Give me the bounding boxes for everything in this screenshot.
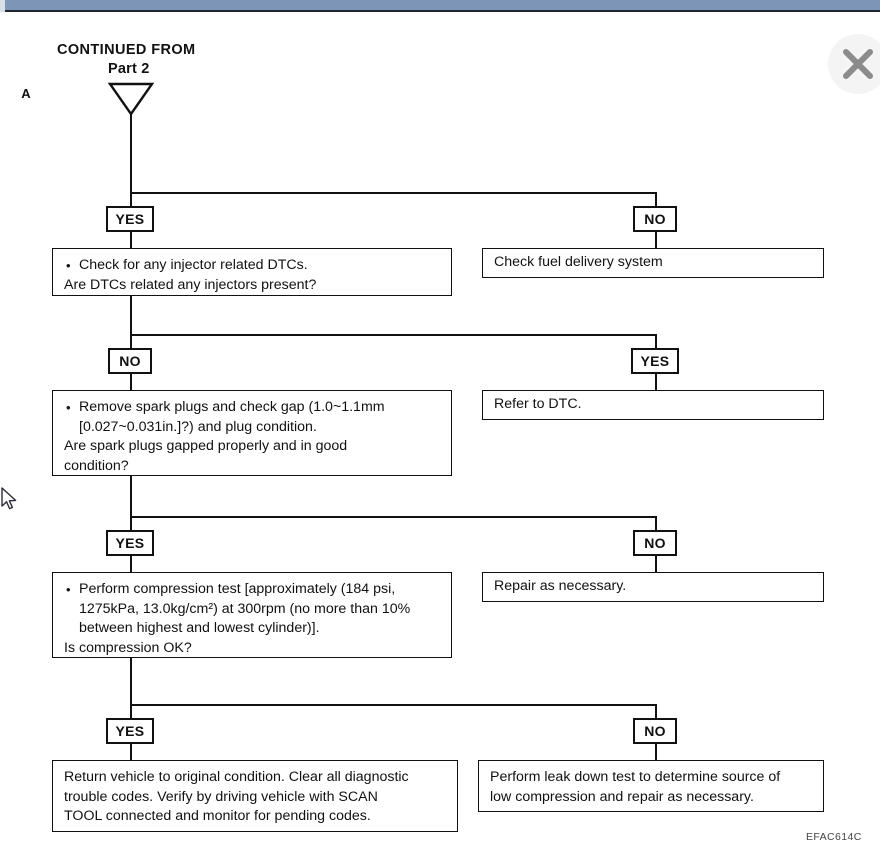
decision-box-2: Remove spark plugs and check gap (1.0~1.…: [52, 390, 452, 476]
branch-label-2-right: YES: [631, 348, 679, 374]
mouse-cursor: [0, 487, 20, 518]
branch-label-1-left: YES: [106, 206, 154, 232]
result-box-left-line-2: trouble codes. Verify by driving vehicle…: [64, 788, 378, 805]
branch-line-1: [130, 192, 657, 194]
decision-box-3: Perform compression test [approximately …: [52, 572, 452, 658]
branch-label-4-right: NO: [633, 718, 677, 744]
action-box-1: Check fuel delivery system: [482, 248, 824, 278]
branch-tail-4-left: [130, 744, 132, 760]
branch-drop-2-right: [655, 334, 657, 348]
result-box-right: Perform leak down test to determine sour…: [478, 760, 824, 812]
branch-tail-2-right: [655, 374, 657, 390]
connector-triangle-icon: [105, 82, 157, 117]
branch-line-3: [130, 516, 657, 518]
branch-tail-1-right: [655, 232, 657, 248]
connector-stem-top: [130, 112, 132, 192]
result-box-left-line-3: TOOL connected and monitor for pending c…: [64, 808, 371, 824]
decision-box-2-line-2: [0.027~0.031in.]?) and plug condition.: [79, 418, 317, 435]
branch-drop-2-left: [130, 334, 132, 348]
branch-line-4: [130, 704, 657, 706]
decision-box-3-line-2: 1275kPa, 13.0kg/cm²) at 300rpm (no more …: [79, 600, 411, 617]
result-box-right-line-2: low compression and repair as necessary.: [490, 788, 754, 805]
branch-drop-1-right: [655, 192, 657, 206]
result-box-left: Return vehicle to original condition. Cl…: [52, 760, 458, 832]
connector-stem-4: [130, 658, 132, 704]
decision-box-2-line-4: condition?: [64, 457, 129, 474]
decision-box-3-line-4: Is compression OK?: [64, 639, 192, 656]
close-icon: [836, 42, 880, 86]
action-box-3: Repair as necessary.: [482, 572, 824, 602]
part-label: Part 2: [108, 61, 150, 77]
branch-label-3-right: NO: [633, 530, 677, 556]
connector-stem-3: [130, 476, 132, 516]
flowchart-diagram: CONTINUED FROM Part 2 A YES NO Check for…: [0, 12, 880, 860]
action-box-2: Refer to DTC.: [482, 390, 824, 420]
branch-drop-3-left: [130, 516, 132, 530]
connector-stem-2: [130, 296, 132, 334]
branch-drop-3-right: [655, 516, 657, 530]
connector-letter: A: [21, 86, 31, 101]
action-box-1-line-1: Check fuel delivery system: [494, 254, 663, 270]
branch-tail-1-left: [130, 232, 132, 248]
branch-label-4-left: YES: [106, 718, 154, 744]
branch-tail-2-left: [130, 374, 132, 390]
branch-line-2: [130, 334, 657, 336]
action-box-3-line-1: Repair as necessary.: [494, 578, 627, 594]
result-box-right-line-1: Perform leak down test to determine sour…: [490, 769, 781, 785]
decision-box-1: Check for any injector related DTCs. Are…: [52, 248, 452, 296]
decision-box-3-line-3: between highest and lowest cylinder)].: [79, 620, 320, 636]
decision-box-1-line-2: Are DTCs related any injectors present?: [64, 276, 317, 293]
branch-drop-4-right: [655, 704, 657, 718]
branch-tail-3-left: [130, 556, 132, 572]
branch-tail-3-right: [655, 556, 657, 572]
result-box-left-line-1: Return vehicle to original condition. Cl…: [64, 769, 409, 785]
decision-box-2-line-1: Remove spark plugs and check gap (1.0~1.…: [64, 398, 440, 418]
branch-label-3-left: YES: [106, 530, 154, 556]
decision-box-1-line-1: Check for any injector related DTCs.: [64, 256, 440, 276]
branch-label-1-right: NO: [633, 206, 677, 232]
action-box-2-line-1: Refer to DTC.: [494, 396, 582, 412]
window-top-bar: [0, 0, 880, 12]
continued-from-label: CONTINUED FROM: [57, 42, 196, 58]
branch-label-2-left: NO: [108, 348, 152, 374]
close-button[interactable]: [828, 34, 880, 94]
figure-reference-code: EFAC614C: [806, 831, 862, 843]
top-bar-edge-accent: [0, 0, 5, 12]
decision-box-2-line-3: Are spark plugs gapped properly and in g…: [64, 438, 348, 454]
branch-drop-1-left: [130, 192, 132, 206]
decision-box-3-line-1: Perform compression test [approximately …: [64, 580, 440, 600]
branch-tail-4-right: [655, 744, 657, 760]
branch-drop-4-left: [130, 704, 132, 718]
